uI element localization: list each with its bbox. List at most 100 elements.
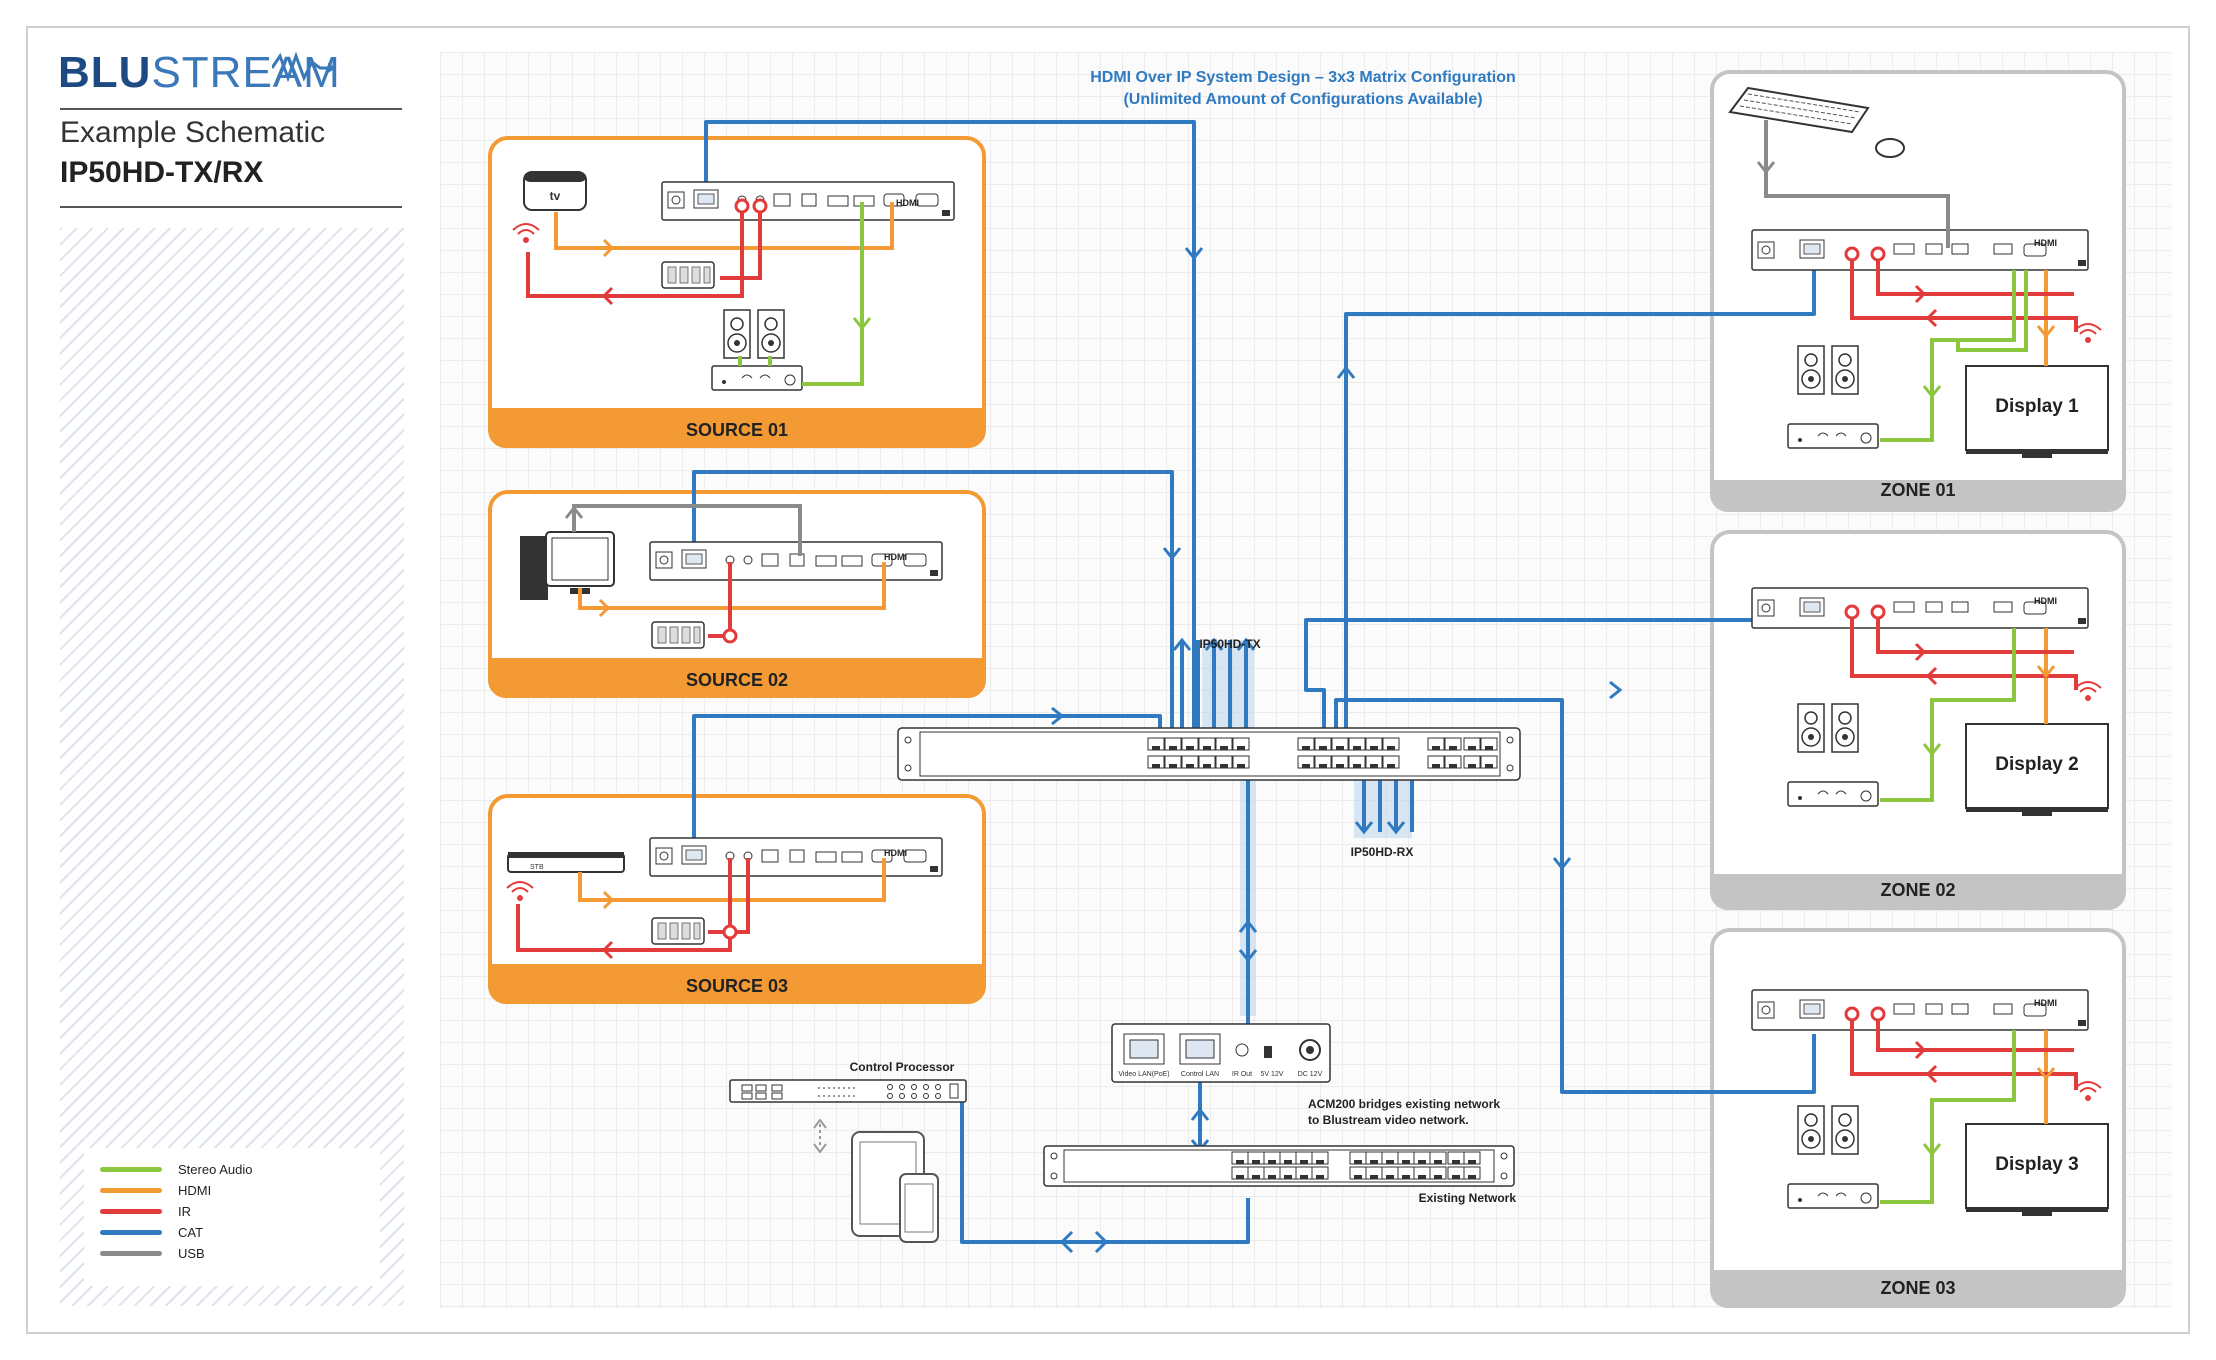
zone-01-display [1965,365,2109,458]
rj45-port-icon [1181,755,1199,769]
source-01-amplifier [711,365,803,391]
rj45-port-icon [1427,755,1445,769]
control-processor-label: Control Processor [850,1060,955,1074]
hdmi-logo: HDMI [2034,998,2057,1008]
rj45-port-icon [1349,1151,1367,1165]
rj45-port-icon [1314,737,1332,751]
tx-group-label: IP50HD-TX [1199,637,1260,651]
zone-02-cable-arrows [1914,642,2056,757]
source-03-cables [516,858,886,952]
legend-item-cat: CAT [100,1223,203,1241]
diagram-title-line2: (Unlimited Amount of Configurations Avai… [1123,91,1482,108]
rj45-port-icon [1429,1166,1447,1180]
rj45-port-icon [1447,1151,1465,1165]
rj45-port-icon [1164,755,1182,769]
source-03-cable-arrows [601,890,615,960]
zone-02-rx-unit [1751,587,2089,629]
rj45-port-icon [1349,1166,1367,1180]
zone-03-display-label: Display 3 [1995,1154,2078,1175]
rj45-port-icon [1198,737,1216,751]
zone-02-display-label: Display 2 [1995,754,2078,775]
rj45-port-icon [1381,1166,1399,1180]
acm-port-dc: DC 12V [1298,1071,1323,1078]
rj45-port-icon [1181,737,1199,751]
legend-swatch [100,1250,162,1256]
rj45-port-icon [1429,1151,1447,1165]
source-02-ir-receiver [651,621,705,649]
rj45-port-icon [1397,1151,1415,1165]
rj45-port-icon [1480,755,1498,769]
diagram-title-line1: HDMI Over IP System Design – 3x3 Matrix … [1090,69,1516,86]
wireless-link-icon [813,1118,827,1154]
rj45-port-icon [1427,737,1445,751]
acm-port-voltage: 5V 12V [1261,1071,1284,1078]
rj45-port-icon [1263,1166,1281,1180]
acm-port-ir-out: IR Out [1232,1071,1252,1078]
rj45-port-icon [1365,1151,1383,1165]
hdmi-logo: HDMI [884,848,907,858]
logo-wave-icon [272,52,336,82]
rj45-port-icon [1295,1166,1313,1180]
rj45-port-icon [1297,755,1315,769]
rj45-port-icon [1311,1166,1329,1180]
zone-03-cable-arrows [1914,1040,2056,1157]
rj45-port-icon [1314,755,1332,769]
rj45-port-icon [1444,737,1462,751]
rj45-port-icon [1382,737,1400,751]
zone-02-cables [1850,612,2078,802]
source-01-ir-port-icon [734,198,750,214]
zone-03-box: ZONE 03 [1710,928,2126,1308]
model-title: IP50HD-TX/RX [60,156,264,189]
zone-01-ir-port-icon [1844,246,1860,262]
zone-01-rx-unit [1751,229,2089,271]
rj45-port-icon [1297,737,1315,751]
rj45-port-icon [1232,737,1250,751]
legend-item-ir: IR [100,1202,191,1220]
legend-item-hdmi: HDMI [100,1181,211,1199]
rj45-port-icon [1480,737,1498,751]
rj45-port-icon [1331,737,1349,751]
source-02-label: SOURCE 02 [686,670,788,690]
rj45-port-icon [1215,737,1233,751]
rj45-port-icon [1444,755,1462,769]
zone-01-mouse [1875,138,1905,158]
rj45-port-icon [1198,755,1216,769]
rj45-port-icon [1463,755,1481,769]
rj45-port-icon [1331,755,1349,769]
cable-legend: Stereo Audio HDMI IR CAT USB [84,1148,380,1286]
legend-swatch [100,1229,162,1235]
rj45-port-icon [1247,1166,1265,1180]
source-02-box: SOURCE 02 [488,490,986,698]
rj45-port-icon [1147,755,1165,769]
rj45-port-icon [1215,755,1233,769]
rj45-port-icon [1231,1151,1249,1165]
phone-icon [899,1173,939,1243]
rj45-port-icon [1279,1166,1297,1180]
source-01-cable-arrows [601,238,872,331]
rj45-port-icon [1463,737,1481,751]
control-processor-ports [887,1084,941,1099]
hdmi-logo: HDMI [2034,238,2057,248]
source-02-pc [520,531,615,600]
page-frame [26,26,2190,1334]
legend-swatch [100,1208,162,1214]
rj45-port-icon [1413,1166,1431,1180]
legend-swatch [100,1166,162,1172]
zone-03-label: ZONE 03 [1880,1278,1955,1298]
source-01-label: SOURCE 01 [686,420,788,440]
zone-01-cable-arrows [1756,161,2056,399]
zone-03-ir-port-icon [1870,1006,1886,1022]
hdmi-logo: HDMI [896,198,919,208]
control-processor [729,1079,967,1103]
zone-01-keyboard [1728,86,1870,134]
zone-02-display [1965,723,2109,816]
rj45-port-icon [1463,1166,1481,1180]
acm-note-line2: to Blustream video network. [1308,1113,1469,1127]
hdmi-logo: HDMI [884,552,907,562]
network-switch [897,727,1521,781]
acm-port-control-lan: Control LAN [1181,1071,1219,1078]
zone-03-rx-unit [1751,989,2089,1031]
acm200-bridge: Video LAN(PoE) Control LAN IR Out 5V 12V… [1111,1023,1331,1083]
rj45-port-icon [1147,737,1165,751]
acm-port-video-lan: Video LAN(PoE) [1118,1071,1169,1078]
